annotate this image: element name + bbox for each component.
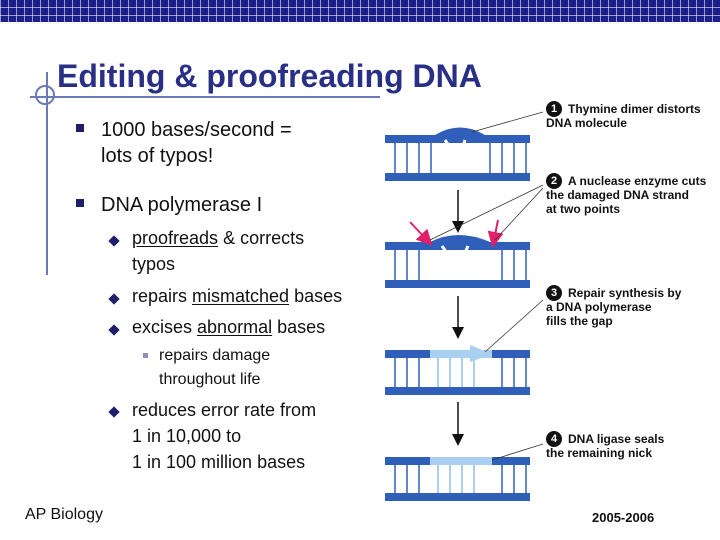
bullet-square-icon [76, 124, 84, 132]
crosshair-ornament [35, 85, 55, 105]
step-1-caption-line-2: DNA molecule [546, 116, 627, 130]
step-2-caption-line-1: A nuclease enzyme cuts [568, 174, 707, 188]
leader-line-3 [484, 299, 544, 353]
top-banner [0, 0, 720, 22]
sub-bullet-error-rate-line-3: 1 in 100 million bases [132, 452, 306, 472]
subsub-line-1: repairs damage [159, 347, 271, 364]
step-2-number-badge: 2 [546, 173, 562, 189]
subsub-line-2: throughout life [159, 371, 261, 388]
step-3-number-badge: 3 [546, 285, 562, 301]
sub1-rest: & corrects [218, 228, 305, 248]
bullet-diamond-icon [108, 406, 120, 418]
sub-bullet-error-rate-line-1: reduces error rate from [132, 400, 317, 420]
mismatched-underlined: mismatched [192, 286, 290, 306]
footer-course-name: AP Biology [25, 506, 103, 523]
bullet-small-square-icon [143, 353, 148, 358]
sub2-rest: bases [289, 286, 343, 306]
leader-line-1 [471, 111, 544, 133]
thymine-dimer-icon [440, 245, 474, 277]
bullet-1-line-2: lots of typos! [101, 145, 214, 167]
bullet-diamond-icon [108, 293, 120, 305]
nuclease-cut-arrow-right [487, 219, 504, 248]
thymine-dimer-icon [443, 139, 470, 171]
sub-bullet-mismatched: repairs mismatched bases [132, 283, 342, 309]
step-1-caption-line-1: Thymine dimer distorts [568, 102, 701, 116]
leader-line-2b [494, 187, 544, 241]
step-1-number-badge: 1 [546, 101, 562, 117]
bullet-1-line-1: 1000 bases/second = [101, 119, 292, 141]
sub3-pre: excises [132, 317, 198, 337]
proofreads-underlined: proofreads [132, 228, 219, 248]
slide-title: Editing & proofreading DNA [57, 58, 482, 94]
footer-year: 2005-2006 [592, 510, 655, 525]
sub3-rest: bases [272, 317, 326, 337]
sub2-pre: repairs [132, 286, 193, 306]
leader-line-4 [491, 443, 544, 461]
dna-repair-diagram [385, 111, 544, 501]
step-4-caption-line-1: DNA ligase seals [568, 432, 665, 446]
step-3-caption-line-2: a DNA polymerase [546, 300, 652, 314]
bullet-diamond-icon [108, 235, 120, 247]
dna-segment-3 [385, 345, 530, 395]
nuclease-cut-arrow-left [409, 221, 433, 246]
bullet-square-icon [76, 199, 84, 207]
sub-bullet-error-rate-line-2: 1 in 10,000 to [132, 426, 242, 446]
dna-segment-4 [385, 457, 530, 501]
step-4-number-badge: 4 [546, 431, 562, 447]
vertical-accent-line [46, 72, 48, 275]
dna-segment-2 [385, 219, 530, 288]
sub-bullet-proofreads: proofreads & corrects [132, 225, 304, 251]
bullet-diamond-icon [108, 324, 120, 336]
sub-bullet-abnormal: excises abnormal bases [132, 314, 325, 340]
horizontal-accent-line [30, 96, 380, 98]
bullet-2: DNA polymerase I [101, 194, 263, 216]
sub-bullet-proofreads-line-2: typos [132, 254, 176, 274]
step-3-caption-line-3: fills the gap [546, 314, 613, 328]
abnormal-underlined: abnormal [197, 317, 273, 337]
step-2-caption-line-3: at two points [546, 202, 620, 216]
step-3-caption-line-1: Repair synthesis by [568, 286, 682, 300]
dna-segment-1 [385, 127, 530, 181]
leader-line-2a [429, 184, 544, 241]
step-4-caption-line-2: the remaining nick [546, 446, 653, 460]
step-2-caption-line-2: the damaged DNA strand [546, 188, 689, 202]
